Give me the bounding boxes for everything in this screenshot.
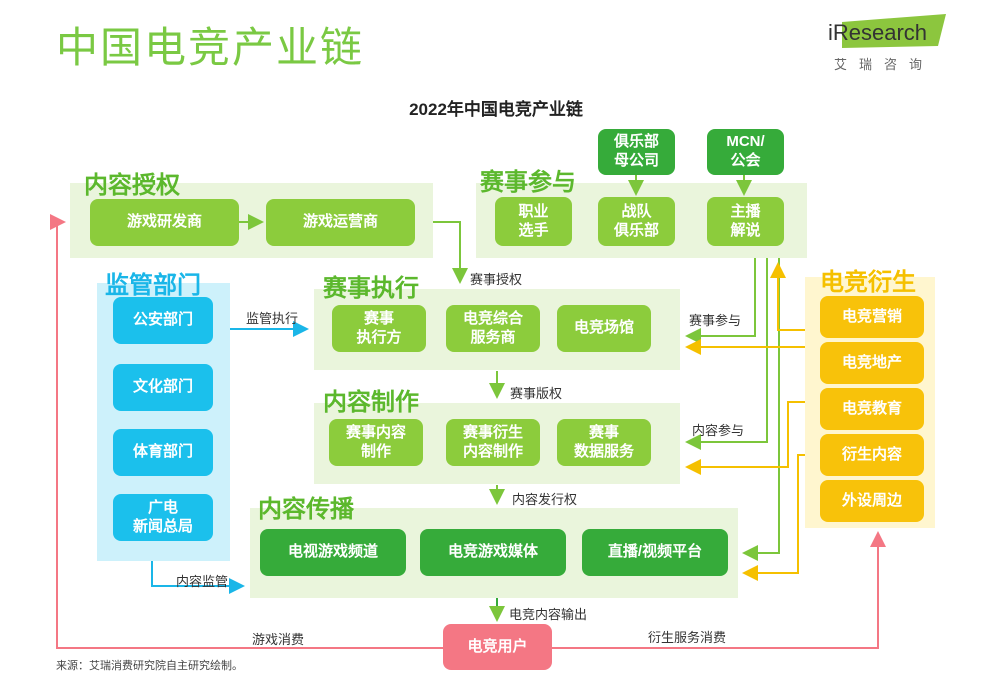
diagram-title: 2022年中国电竞产业链 [409, 100, 583, 119]
esports-venue-box[interactable]: 电竞场馆 [557, 305, 651, 352]
logo-subtitle: 艾瑞咨询 [834, 57, 935, 72]
label-content-supervision: 内容监管 [176, 574, 229, 589]
iresearch-logo: iResearch 艾瑞咨询 [828, 14, 946, 74]
label-derivative-consumption: 衍生服务消费 [648, 630, 727, 645]
label-content-participation: 内容参与 [692, 423, 745, 438]
derivatives-title: 电竞衍生 [820, 269, 916, 296]
public-security-box[interactable]: 公安部门 [113, 297, 213, 344]
production-title: 内容制作 [323, 389, 419, 416]
label-event-copyright: 赛事版权 [510, 386, 563, 401]
mcn-guild-box[interactable]: MCN/ 公会 [707, 129, 784, 175]
logo-shape-icon [842, 14, 946, 48]
execution-title: 赛事执行 [323, 275, 419, 302]
game-operator-box[interactable]: 游戏运营商 [266, 199, 415, 246]
streamer-box[interactable]: 主播 解说 [707, 197, 784, 246]
label-content-output: 电竞内容输出 [509, 607, 588, 622]
event-executor-box[interactable]: 赛事 执行方 [332, 305, 426, 352]
esports-realestate-box[interactable]: 电竞地产 [820, 342, 924, 384]
derivative-content-box[interactable]: 赛事衍生 内容制作 [446, 419, 540, 466]
esports-user-box[interactable]: 电竞用户 [443, 624, 552, 670]
esports-marketing-box[interactable]: 电竞营销 [820, 296, 924, 338]
peripherals-box[interactable]: 外设周边 [820, 480, 924, 522]
esports-education-box[interactable]: 电竞教育 [820, 388, 924, 430]
event-content-box[interactable]: 赛事内容 制作 [329, 419, 423, 466]
esports-media-box[interactable]: 电竞游戏媒体 [420, 529, 566, 576]
club-parent-box[interactable]: 俱乐部 母公司 [598, 129, 675, 175]
label-supervision-exec: 监管执行 [246, 311, 299, 326]
label-distribution-rights: 内容发行权 [512, 492, 578, 507]
source-note: 来源：艾瑞消费研究院自主研究绘制。 [56, 660, 243, 672]
streaming-platform-box[interactable]: 直播/视频平台 [582, 529, 728, 576]
derivative-content-y-box[interactable]: 衍生内容 [820, 434, 924, 476]
team-club-box[interactable]: 战队 俱乐部 [598, 197, 675, 246]
radio-tv-box[interactable]: 广电 新闻总局 [113, 494, 213, 541]
content-license-title: 内容授权 [84, 172, 180, 199]
tv-channel-box[interactable]: 电视游戏频道 [260, 529, 406, 576]
esports-service-box[interactable]: 电竞综合 服务商 [446, 305, 540, 352]
participation-title: 赛事参与 [480, 169, 576, 196]
data-service-box[interactable]: 赛事 数据服务 [557, 419, 651, 466]
label-event-participation: 赛事参与 [689, 313, 742, 328]
sports-dept-box[interactable]: 体育部门 [113, 429, 213, 476]
regulators-title: 监管部门 [105, 272, 201, 299]
page-title: 中国电竞产业链 [56, 24, 365, 71]
logo-text: iResearch [828, 20, 928, 45]
game-developer-box[interactable]: 游戏研发商 [90, 199, 239, 246]
label-game-consumption: 游戏消费 [252, 632, 305, 647]
culture-dept-box[interactable]: 文化部门 [113, 364, 213, 411]
pro-player-box[interactable]: 职业 选手 [495, 197, 572, 246]
distribution-title: 内容传播 [258, 496, 354, 523]
label-event-license: 赛事授权 [470, 272, 523, 287]
